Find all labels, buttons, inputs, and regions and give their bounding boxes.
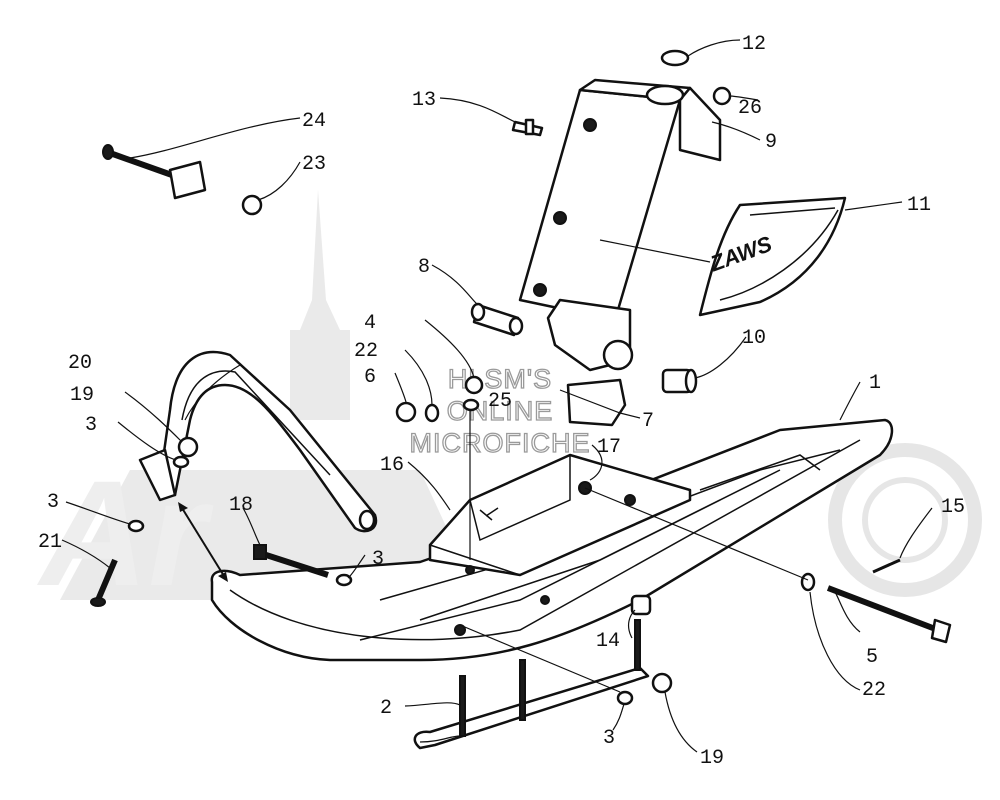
washer-3-bottom [127, 519, 145, 533]
callout-19-a: 19 [70, 384, 94, 407]
callout-8: 8 [418, 256, 430, 279]
callout-1: 1 [869, 372, 881, 395]
callout-7: 7 [642, 410, 654, 433]
svg-text:Ar: Ar [36, 449, 214, 617]
nut-6 [395, 401, 417, 423]
callout-25: 25 [488, 390, 512, 413]
watermark-line-1: HLSM'S [448, 364, 552, 394]
bushing [470, 302, 524, 337]
ski-saddle [428, 453, 692, 577]
bushing-right [661, 368, 698, 394]
callout-9: 9 [765, 131, 777, 154]
callout-4: 4 [364, 312, 376, 335]
callout-26: 26 [738, 97, 762, 120]
callout-22-a: 22 [354, 340, 378, 363]
washer-3-handle [172, 455, 190, 469]
wear-bar [413, 619, 650, 750]
washer-25 [462, 398, 480, 412]
nut-23 [241, 194, 263, 216]
nut-19-top [177, 436, 199, 458]
callout-11: 11 [907, 194, 931, 217]
grease-fitting [511, 118, 544, 137]
callout-3-c: 3 [372, 548, 384, 571]
bolt-18 [253, 544, 329, 578]
watermark-line-3: MICROFICHE [410, 428, 591, 458]
callout-17: 17 [597, 436, 621, 459]
callout-10: 10 [742, 327, 766, 350]
cap [660, 49, 690, 67]
callout-14: 14 [596, 630, 620, 653]
washer-22-right [800, 572, 816, 592]
callout-18: 18 [229, 494, 253, 517]
watermark-text: HLSM'S ONLINE MICROFICHE [409, 363, 591, 458]
nut-19-lower [651, 672, 673, 694]
alignment-arrow [181, 507, 225, 577]
callout-13: 13 [412, 89, 436, 112]
bolt-21 [90, 558, 118, 607]
bracket [168, 160, 207, 200]
washer-22 [424, 403, 440, 423]
nut-4 [464, 375, 484, 395]
decal: ZAWS [698, 196, 847, 317]
nut-top [712, 86, 732, 106]
ski-handle [138, 350, 378, 533]
callout-3-b: 3 [47, 491, 59, 514]
rubber-stopper [566, 378, 627, 427]
callout-16: 16 [380, 454, 404, 477]
cotter-pin [872, 558, 901, 574]
callout-3-d: 3 [603, 727, 615, 750]
watermark-line-2: ONLINE [447, 396, 554, 426]
callout-24: 24 [302, 110, 326, 133]
washer-3-mid [335, 573, 353, 587]
callout-2: 2 [380, 697, 392, 720]
callout-15: 15 [941, 496, 965, 519]
callout-12: 12 [742, 33, 766, 56]
callout-19-b: 19 [700, 747, 724, 770]
bolt-5 [826, 585, 952, 644]
spindle-housing [518, 78, 722, 372]
callout-23: 23 [302, 153, 326, 176]
callouts: 1 2 3 3 3 3 4 5 6 7 8 9 10 11 12 13 14 1… [38, 33, 965, 770]
callout-5: 5 [866, 646, 878, 669]
spacer-14 [630, 594, 652, 616]
callout-20: 20 [68, 352, 92, 375]
washer-3-lower [616, 690, 634, 706]
leader-lines [61, 39, 933, 753]
callout-6: 6 [364, 366, 376, 389]
callout-3-a: 3 [85, 414, 97, 437]
callout-22-b: 22 [862, 679, 886, 702]
callout-21: 21 [38, 531, 62, 554]
